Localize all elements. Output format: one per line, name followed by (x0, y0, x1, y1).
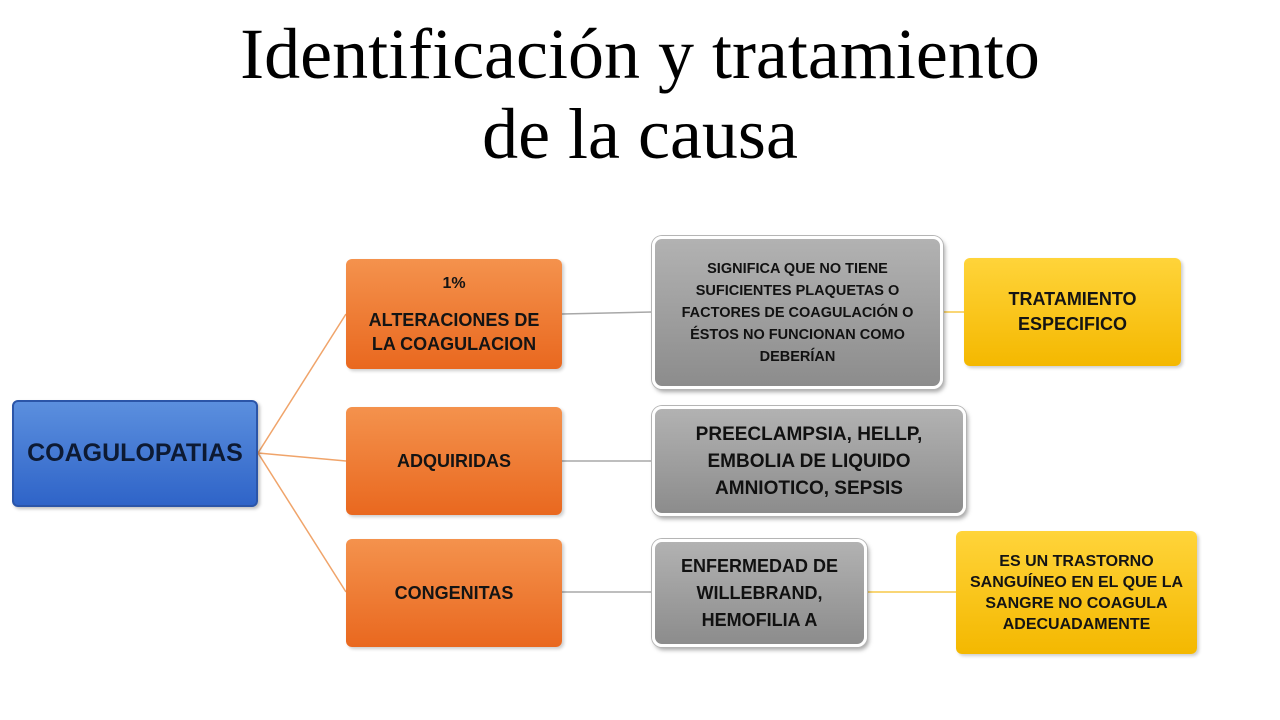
connector-root-adquiridas (257, 452, 347, 462)
node-congenitas-description: ENFERMEDAD DE WILLEBRAND, HEMOFILIA A (652, 539, 867, 647)
node-treatment: TRATAMIENTO ESPECIFICO (964, 258, 1181, 366)
node-adquiridas-description: PREECLAMPSIA, HELLP, EMBOLIA DE LIQUIDO … (652, 406, 966, 516)
node-adquiridas: ADQUIRIDAS (346, 407, 562, 515)
node-alteraciones-label: ALTERACIONES DE LA COAGULACION (368, 310, 540, 354)
node-alteraciones-description: SIGNIFICA QUE NO TIENE SUFICIENTES PLAQU… (652, 236, 943, 389)
root-label: COAGULOPATIAS (27, 439, 243, 467)
connector-root-alteraciones (257, 313, 347, 454)
node-congenitas-detail: ES UN TRASTORNO SANGUÍNEO EN EL QUE LA S… (956, 531, 1197, 654)
page-title: Identificación y tratamiento de la causa (0, 14, 1280, 174)
node-congenitas: CONGENITAS (346, 539, 562, 647)
node-adquiridas-label: ADQUIRIDAS (396, 450, 511, 471)
title-line-1: Identificación y tratamiento (240, 14, 1040, 94)
node-congenitas-label: CONGENITAS (394, 582, 514, 603)
node-treatment-label: TRATAMIENTO ESPECIFICO (1008, 289, 1137, 334)
node-adquiridas-description-text: PREECLAMPSIA, HELLP, EMBOLIA DE LIQUIDO … (695, 423, 923, 499)
connector-alteraciones-description (561, 311, 653, 315)
node-alteraciones-description-text: SIGNIFICA QUE NO TIENE SUFICIENTES PLAQU… (681, 260, 914, 365)
node-alteraciones-percent: 1% (442, 275, 466, 292)
connector-root-congenitas (257, 452, 347, 593)
title-line-2: de la causa (482, 94, 798, 174)
node-congenitas-description-text: ENFERMEDAD DE WILLEBRAND, HEMOFILIA A (680, 555, 838, 630)
node-alteraciones: 1% ALTERACIONES DE LA COAGULACION (346, 259, 562, 369)
node-congenitas-detail-text: ES UN TRASTORNO SANGUÍNEO EN EL QUE LA S… (969, 552, 1184, 633)
root-node-coagulopatias: COAGULOPATIAS (12, 400, 258, 507)
